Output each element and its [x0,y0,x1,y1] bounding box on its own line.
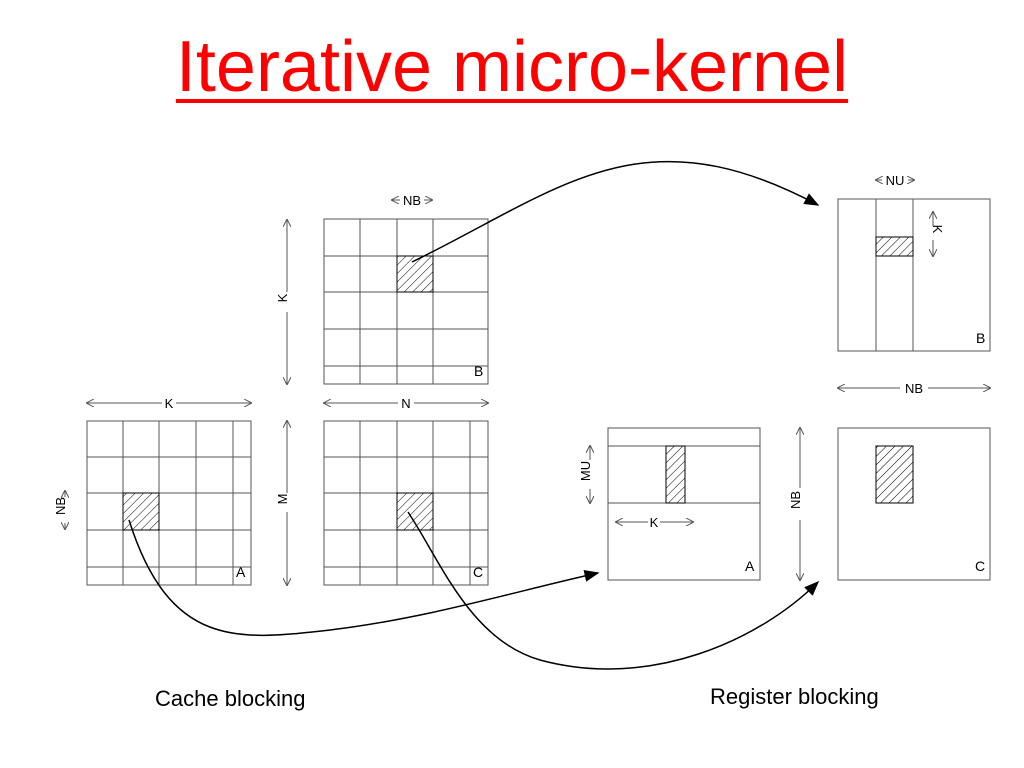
register-c-block [875,445,914,504]
register-b-dim-nu: NU [876,173,914,188]
register-c-label: C [975,558,985,574]
cache-matrix-c: C [323,420,489,586]
register-matrix-b: B [837,198,991,352]
svg-text:M: M [275,494,290,505]
cache-a-dim-k: K [87,396,251,411]
cache-c-dim-m: M [275,421,290,585]
register-a-block [665,445,686,504]
register-c-dim-nb: NB [788,428,803,580]
cache-b-block [396,255,434,293]
svg-text:NU: NU [886,173,905,188]
cache-a-block [122,492,160,531]
register-b-dim-nb: NB [838,381,990,396]
cache-c-label: C [473,564,483,580]
svg-text:NB: NB [905,381,923,396]
cache-a-dim-nb: NB [53,491,68,529]
register-b-label: B [976,330,985,346]
register-b-dim-k: K [930,212,945,256]
cache-a-label: A [236,564,246,580]
cache-b-label: B [474,363,483,379]
register-a-label: A [745,558,755,574]
register-a-dim-k: K [616,515,693,530]
register-b-block [875,236,914,257]
cache-b-dim-k: K [275,220,290,384]
caption-cache-blocking: Cache blocking [155,686,306,711]
arrow-c-block-to-register-c [407,511,820,670]
svg-text:N: N [401,396,410,411]
slide-title: Iterative micro-kernel [0,22,1024,112]
svg-text:NB: NB [53,497,68,515]
slide-title-text: Iterative micro-kernel [175,27,849,107]
svg-text:MU: MU [578,461,593,481]
cache-b-dim-n: N [324,396,488,411]
svg-text:K: K [165,396,174,411]
svg-text:NB: NB [403,193,421,208]
svg-text:K: K [930,225,945,234]
register-a-dim-mu: MU [578,446,593,503]
arrow-a-block-to-register-a [128,519,600,637]
register-matrix-c: C [837,427,991,581]
register-matrix-a: A [607,427,761,581]
arrow-b-block-to-register-b [411,160,820,263]
caption-register-blocking: Register blocking [710,684,879,709]
cache-matrix-a: A [86,420,252,586]
svg-text:K: K [275,293,290,302]
cache-b-dim-nb: NB [392,193,432,208]
cache-matrix-b: B [323,218,489,385]
svg-text:K: K [650,515,659,530]
svg-text:NB: NB [788,491,803,509]
